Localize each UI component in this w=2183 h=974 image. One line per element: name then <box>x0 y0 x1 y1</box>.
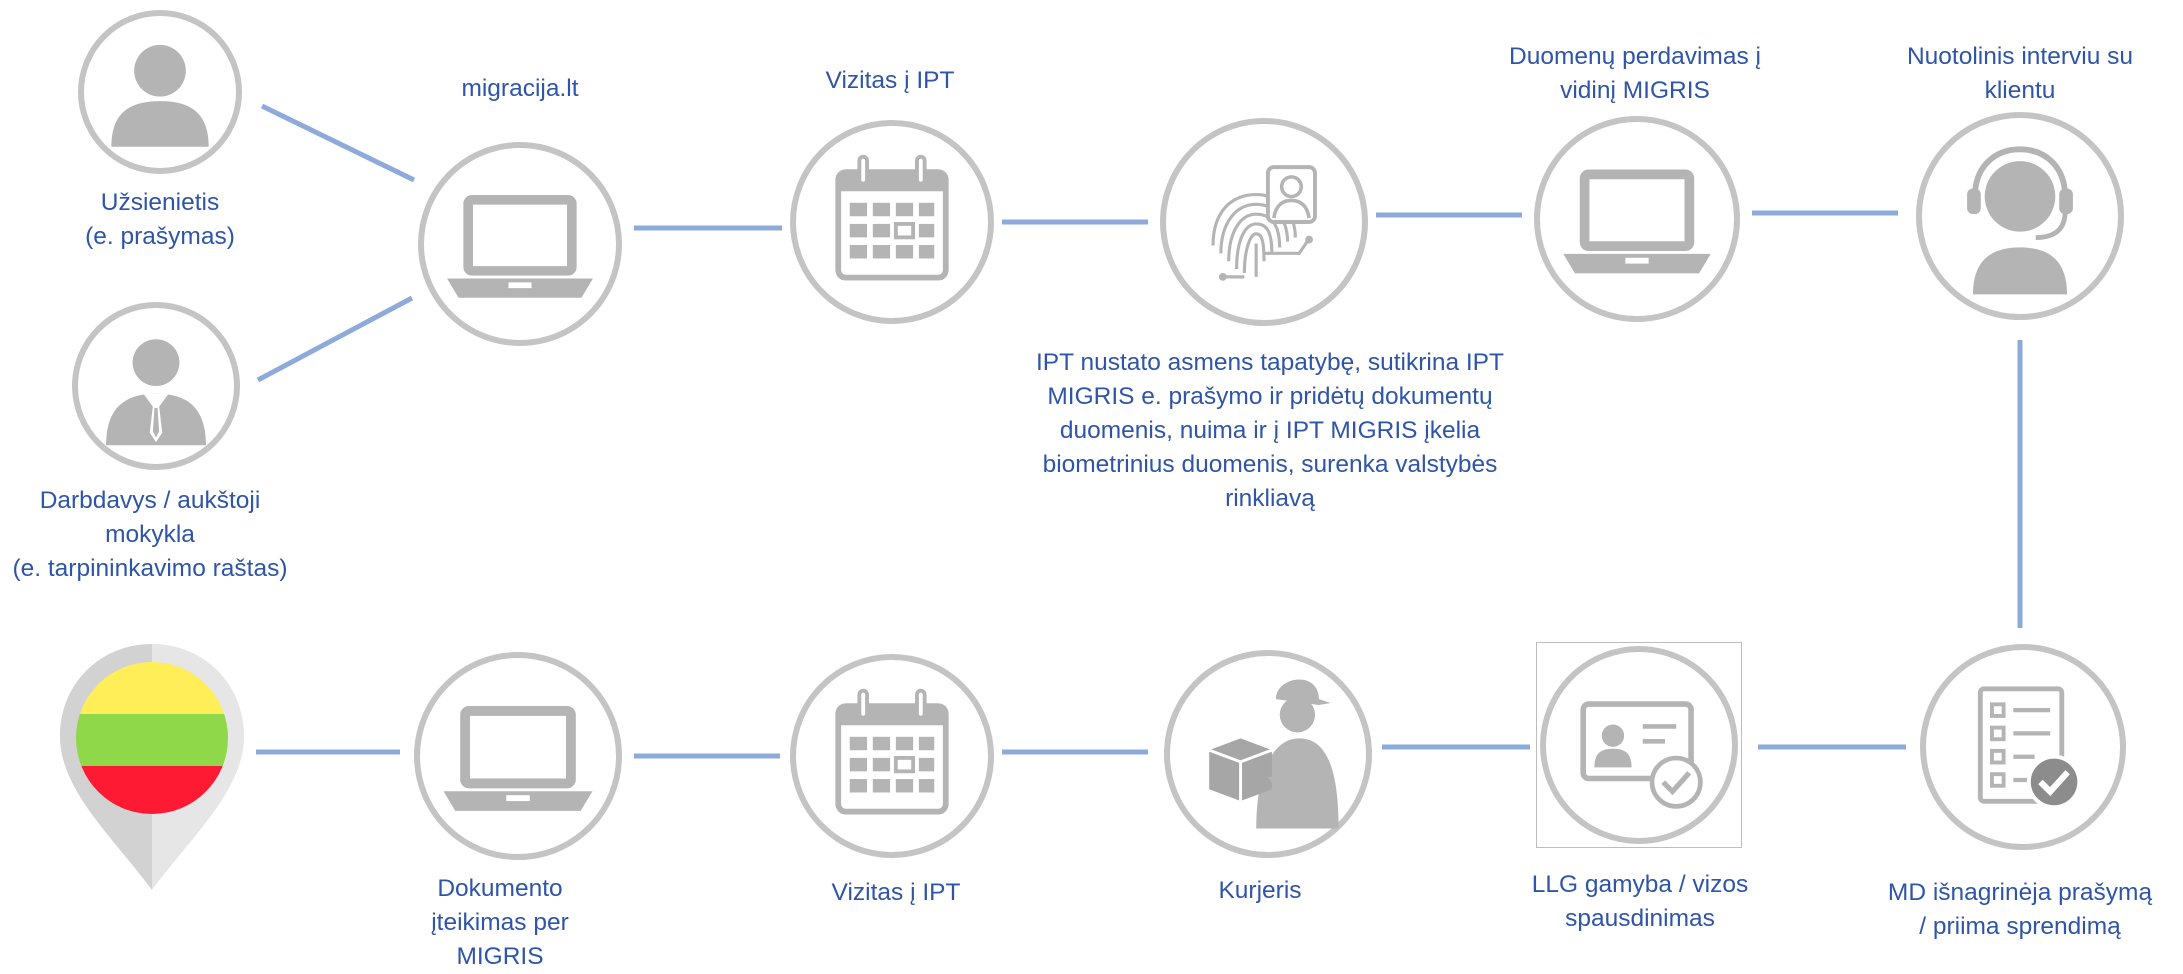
laptop-icon <box>443 706 593 811</box>
production-frame <box>1536 642 1742 848</box>
interview-label: Nuotolinis interviu su klientu <box>1906 43 2134 104</box>
visit-top-label: Vizitas į IPT <box>825 67 955 94</box>
id-card-icon <box>1580 701 1703 809</box>
employer-label: Darbdavys / aukštoji mokykla (e. tarpini… <box>12 487 288 582</box>
courier-node <box>1164 650 1372 858</box>
production-label: LLG gamyba / vizos spausdinimas <box>1531 871 1749 932</box>
courier-label: Kurjeris <box>1218 877 1302 904</box>
transfer-node <box>1534 116 1740 322</box>
employer-node <box>72 302 240 470</box>
foreigner-label: Užsienietis (e. prašymas) <box>85 189 235 250</box>
headset-icon <box>1967 146 2073 295</box>
laptop-icon <box>1563 169 1711 274</box>
delivery-node <box>414 652 622 860</box>
flag-stripe-green <box>76 714 228 766</box>
identity-node <box>1160 118 1368 326</box>
person-icon <box>111 44 209 147</box>
businessman-icon <box>106 339 206 446</box>
transfer-label: Duomenų perdavimas į vidinį MIGRIS <box>1509 43 1761 104</box>
fingerprint-icon <box>1211 165 1317 281</box>
decision-label: MD išnagrinėja prašymą / priima sprendim… <box>1887 879 2153 940</box>
courier-icon <box>1208 679 1339 829</box>
laptop-icon <box>447 195 593 298</box>
checklist-icon <box>1977 686 2082 810</box>
production-node <box>1540 646 1738 844</box>
lithuania-flag-pin-icon <box>60 644 244 890</box>
connector-employer-migracija <box>256 295 414 383</box>
migracija-label: migracija.lt <box>461 75 579 102</box>
decision-node <box>1920 644 2126 850</box>
visit-top-node <box>790 120 994 324</box>
visit-bottom-label: Vizitas į IPT <box>831 879 961 906</box>
calendar-icon <box>835 688 949 815</box>
visit-bottom-node <box>790 654 994 858</box>
interview-node <box>1916 112 2124 320</box>
connector-foreigner-migracija <box>260 103 416 183</box>
foreigner-node <box>78 10 242 174</box>
migracija-node <box>418 142 622 346</box>
calendar-icon <box>835 154 949 281</box>
identity-label: IPT nustato asmens tapatybę, sutikrina I… <box>1035 349 1504 512</box>
delivery-label: Dokumento įteikimas per MIGRIS <box>431 875 569 970</box>
